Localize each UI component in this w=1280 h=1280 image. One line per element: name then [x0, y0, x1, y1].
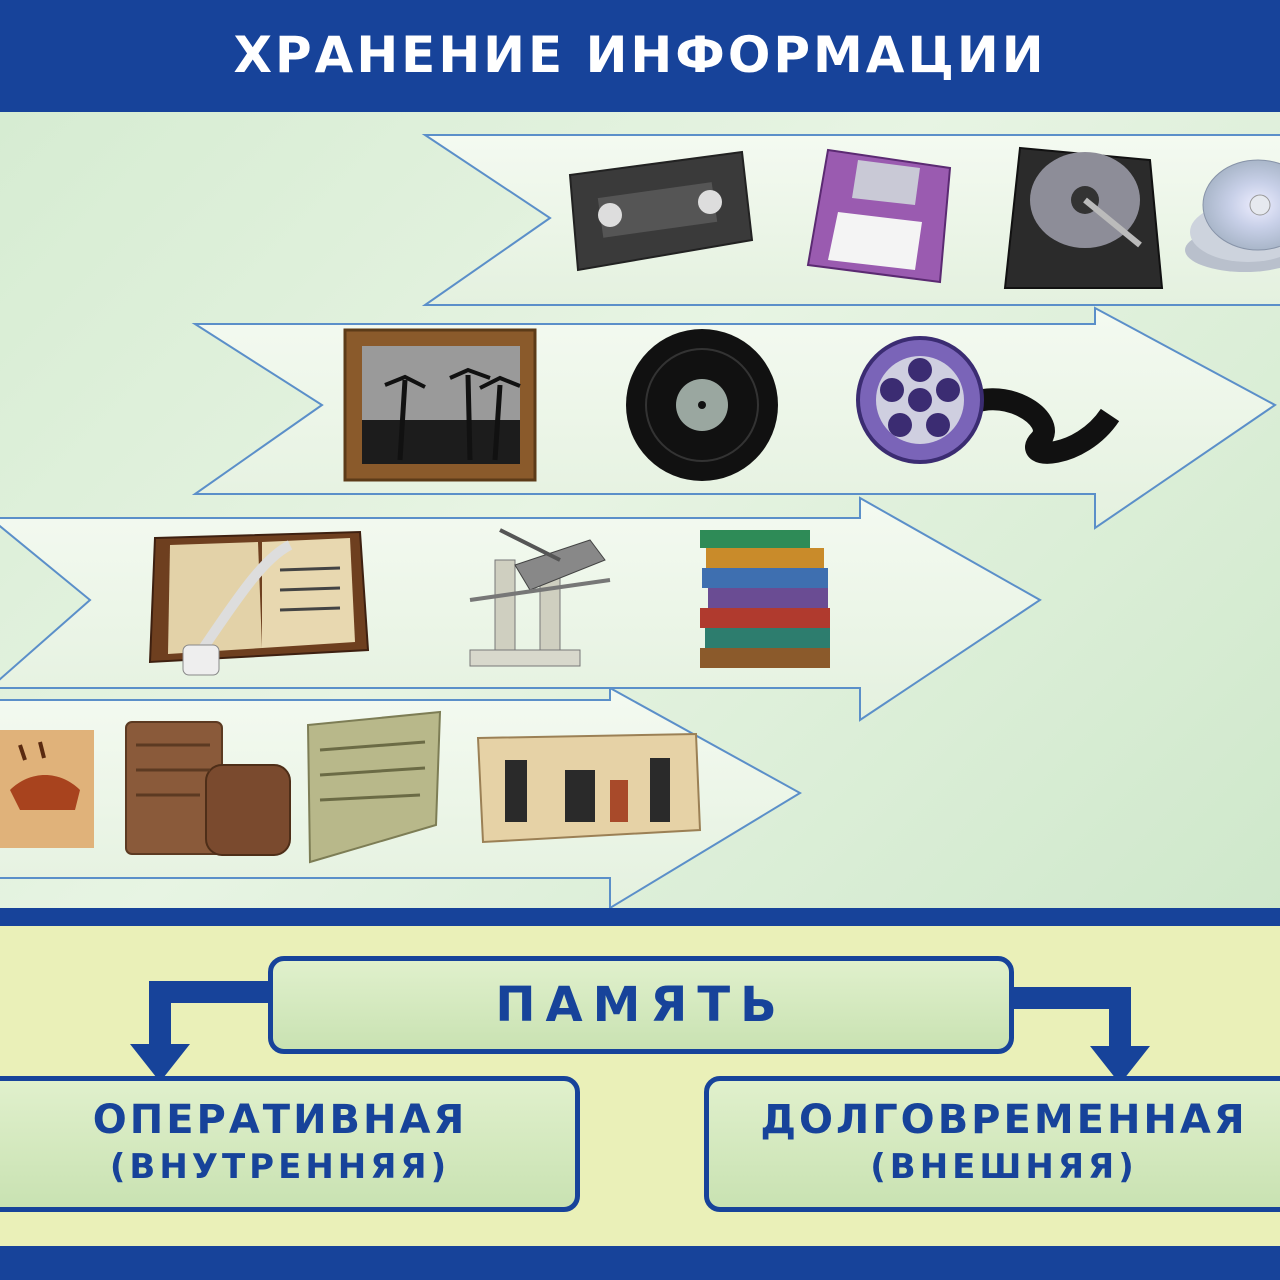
operative-memory-label: ОПЕРАТИВНАЯ: [92, 1097, 468, 1143]
longterm-memory-box: ДОЛГОВРЕМЕННАЯ (ВНЕШНЯЯ): [704, 1076, 1280, 1212]
papyrus-icon: [476, 732, 702, 844]
optical-discs-icon: [1185, 159, 1280, 272]
framed-photo-icon: [343, 328, 537, 482]
book-stack-icon: [700, 530, 830, 668]
operative-memory-sublabel: (ВНУТРЕННЯЯ): [109, 1147, 451, 1187]
longterm-memory-label: ДОЛГОВРЕМЕННАЯ: [760, 1097, 1248, 1143]
hard-drive-icon: [1003, 146, 1164, 289]
longterm-memory-sublabel: (ВНЕШНЯЯ): [870, 1147, 1138, 1187]
cave-painting-icon: [0, 730, 94, 848]
memory-title: ПАМЯТЬ: [495, 977, 787, 1033]
stone-inscription-icon: [306, 710, 442, 864]
film-reel-icon: [856, 336, 1120, 464]
vinyl-record-icon: [626, 329, 778, 481]
floppy-disk-icon: [806, 148, 952, 284]
memory-box: ПАМЯТЬ: [268, 956, 1014, 1054]
manuscript-book-icon: [148, 530, 370, 676]
separator-stripe: [0, 908, 1280, 926]
page-title: ХРАНЕНИЕ ИНФОРМАЦИИ: [233, 26, 1047, 84]
header-bar: ХРАНЕНИЕ ИНФОРМАЦИИ: [0, 0, 1280, 112]
footer-stripe: [0, 1246, 1280, 1280]
printing-press-icon: [469, 528, 611, 667]
operative-memory-box: ОПЕРАТИВНАЯ (ВНУТРЕННЯЯ): [0, 1076, 580, 1212]
videocassette-icon: [568, 150, 754, 272]
clay-tablets-icon: [125, 721, 291, 856]
